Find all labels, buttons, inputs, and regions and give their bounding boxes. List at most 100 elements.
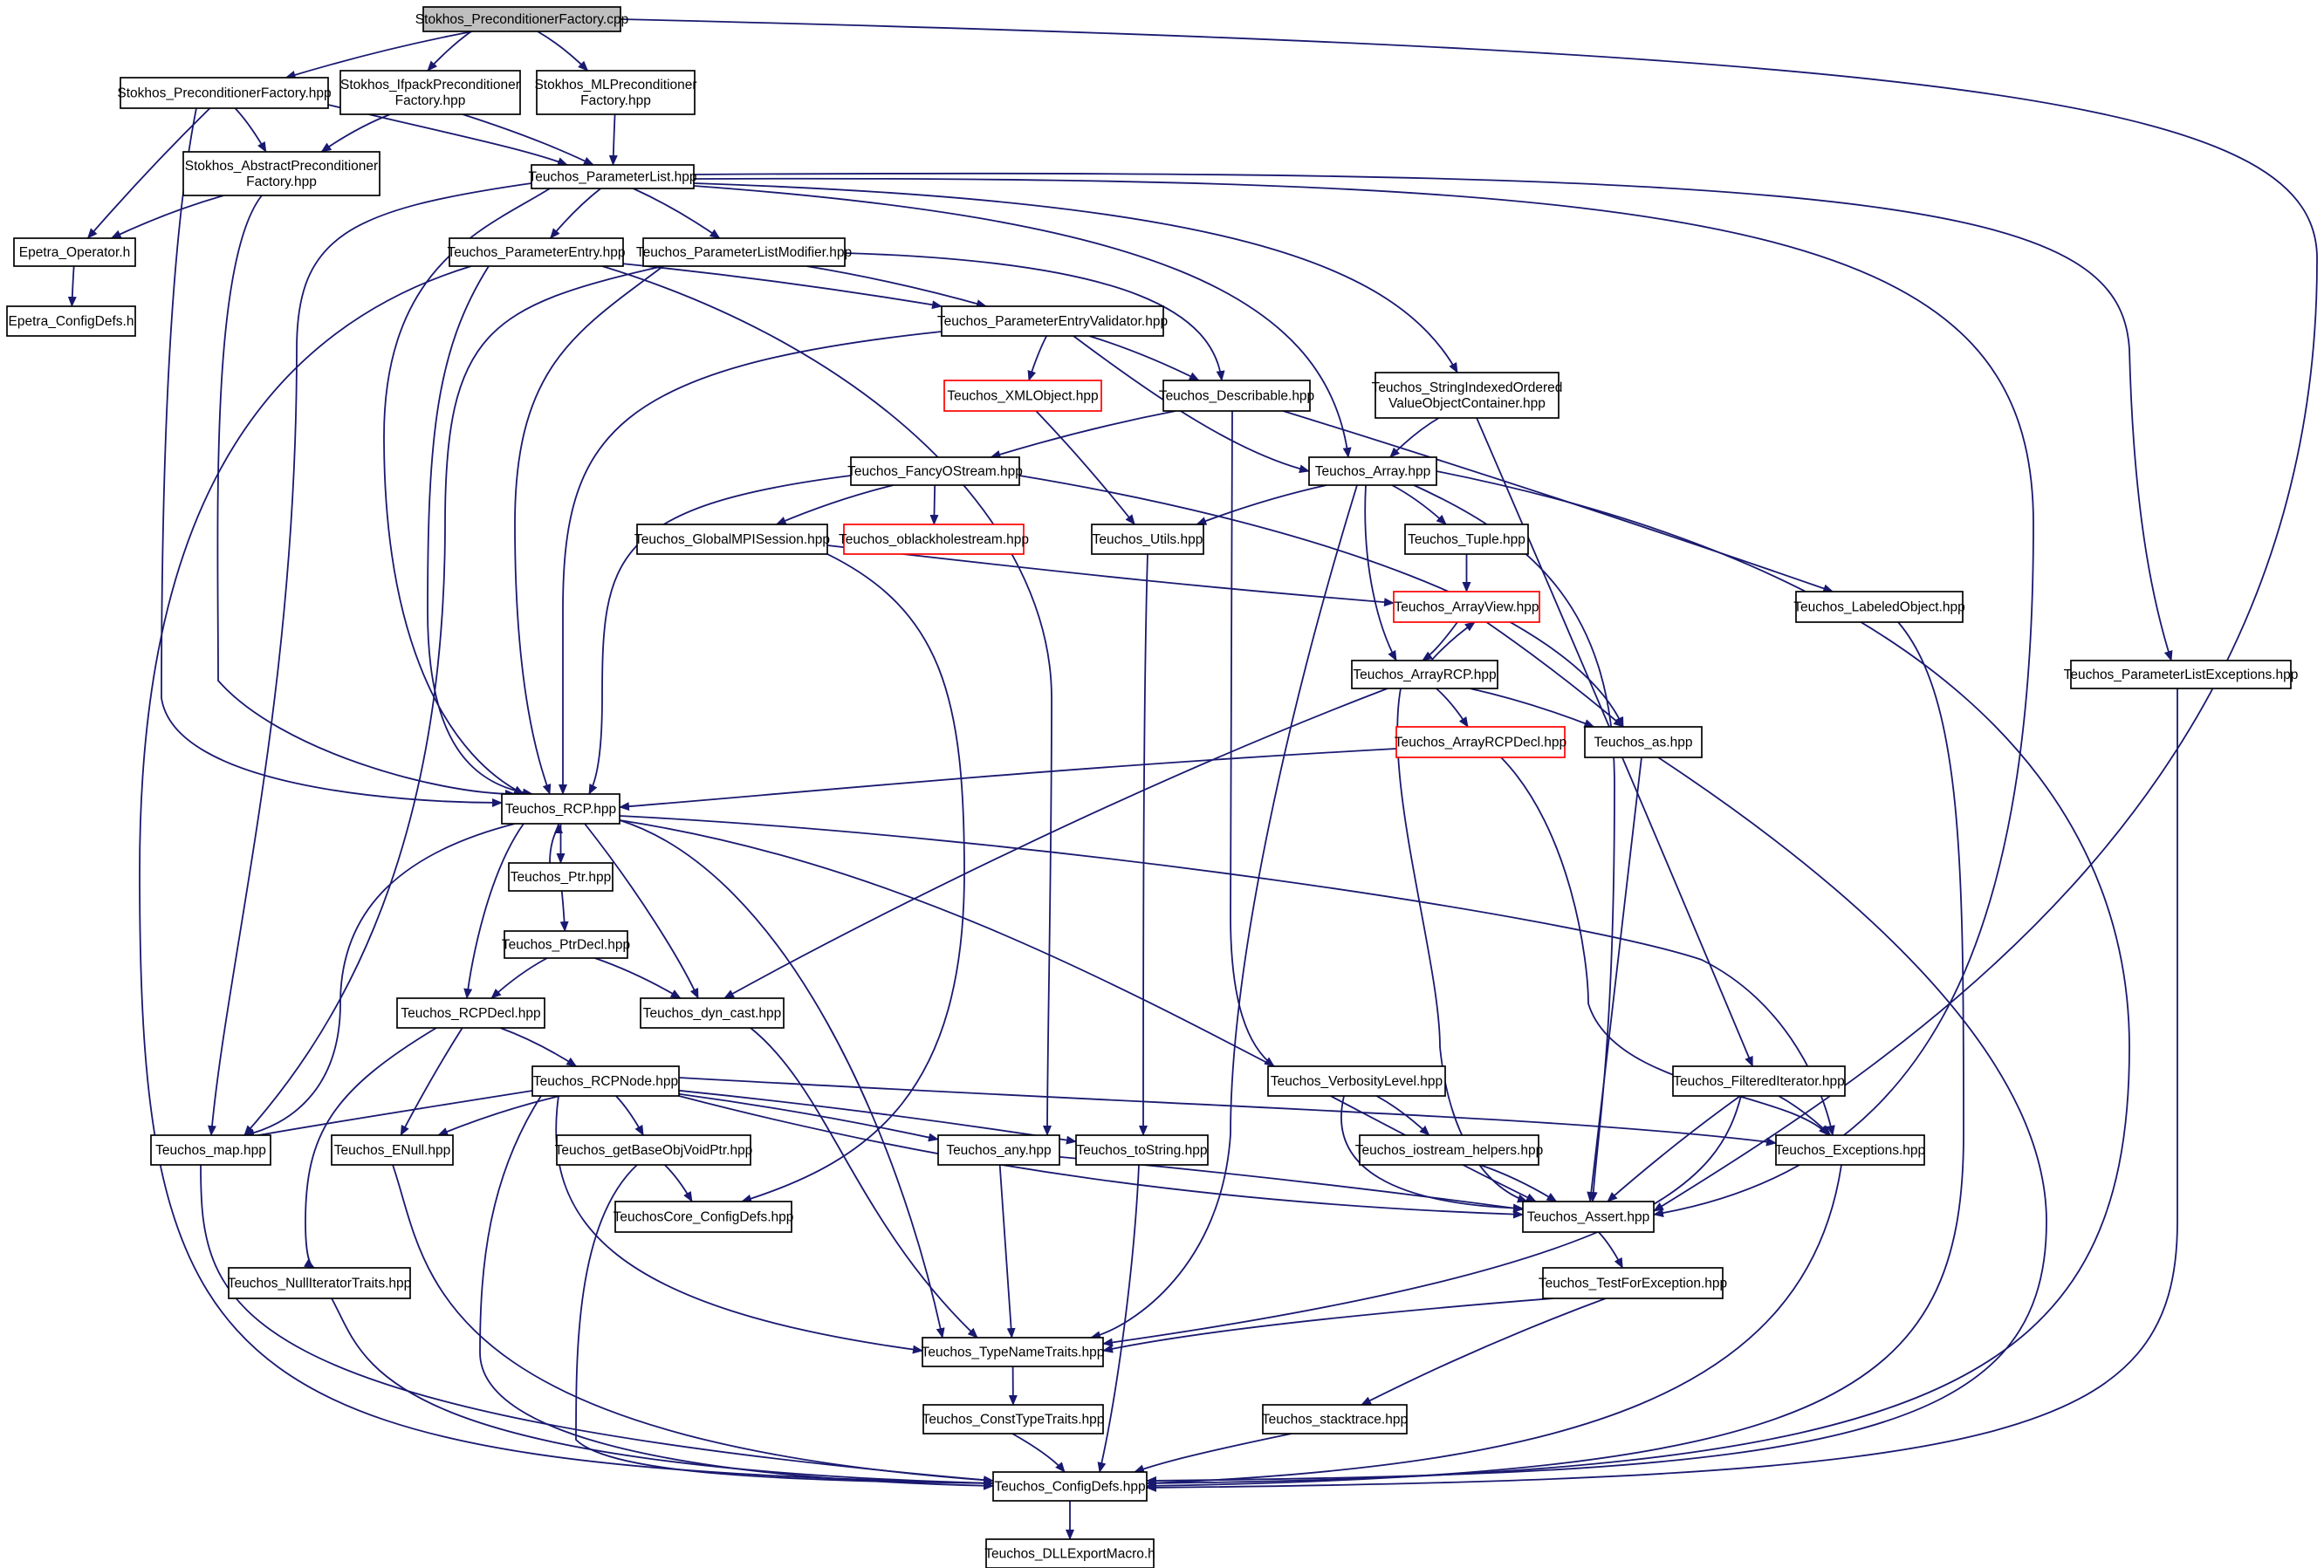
node-tdesc[interactable]: Teuchos_Describable.hpp: [1159, 380, 1314, 412]
node-tas[interactable]: Teuchos_as.hpp: [1584, 726, 1703, 758]
node-trcpn[interactable]: Teuchos_RCPNode.hpp: [531, 1065, 680, 1097]
node-tany[interactable]: Teuchos_any.hpp: [937, 1134, 1060, 1166]
node-label: Teuchos_ConstTypeTraits.hpp: [922, 1413, 1105, 1428]
node-label: Factory.hpp: [395, 93, 466, 108]
node-ttfe[interactable]: Teuchos_TestForException.hpp: [1539, 1267, 1727, 1299]
node-box: [422, 6, 621, 32]
node-spf[interactable]: Stokhos_PreconditionerFactory.hpp: [117, 77, 332, 109]
node-label: Teuchos_FancyOStream.hpp: [847, 464, 1023, 479]
edge-tplm-to-tpev: [806, 265, 987, 308]
node-tpl[interactable]: Teuchos_ParameterList.hpp: [528, 164, 697, 189]
node-eop[interactable]: Epetra_Operator.h: [13, 237, 136, 267]
node-tts[interactable]: Teuchos_toString.hpp: [1075, 1134, 1209, 1166]
node-tav[interactable]: Teuchos_ArrayView.hpp: [1393, 591, 1540, 623]
node-tctt[interactable]: Teuchos_ConstTypeTraits.hpp: [922, 1404, 1105, 1434]
node-tnit[interactable]: Teuchos_NullIteratorTraits.hpp: [228, 1267, 412, 1299]
node-tutil[interactable]: Teuchos_Utils.hpp: [1091, 524, 1204, 555]
edge-spf-to-sapf: [234, 107, 267, 153]
node-tmap[interactable]: Teuchos_map.hpp: [150, 1134, 271, 1166]
node-sapf[interactable]: Stokhos_AbstractPreconditionerFactory.hp…: [182, 151, 380, 196]
node-ecd[interactable]: Epetra_ConfigDefs.h: [6, 305, 136, 337]
node-tarcp[interactable]: Teuchos_ArrayRCP.hpp: [1351, 660, 1498, 689]
edge-tst-to-tcd: [1134, 1433, 1292, 1474]
node-tst[interactable]: Teuchos_stacktrace.hpp: [1262, 1404, 1408, 1434]
node-tgbo[interactable]: Teuchos_getBaseObjVoidPtr.hpp: [555, 1134, 753, 1166]
node-tpe[interactable]: Teuchos_ParameterEntry.hpp: [448, 237, 626, 267]
node-tdll[interactable]: Teuchos_DLLExportMacro.h: [984, 1538, 1155, 1568]
edge-tplm-to-trcp: [514, 265, 664, 795]
node-label: Teuchos_LabeledObject.hpp: [1793, 600, 1964, 615]
node-ttnt[interactable]: Teuchos_TypeNameTraits.hpp: [922, 1337, 1105, 1367]
edge-tfos-to-trcp: [588, 475, 852, 795]
edge-trcp-to-texc: [619, 815, 1835, 1136]
node-tple[interactable]: Teuchos_ParameterListExceptions.hpp: [2064, 660, 2299, 689]
edge-cpp-to-spf: [285, 31, 473, 79]
node-tlo[interactable]: Teuchos_LabeledObject.hpp: [1793, 591, 1965, 623]
node-tdyn[interactable]: Teuchos_dyn_cast.hpp: [640, 997, 785, 1029]
node-box: [6, 305, 136, 337]
edge-tfi-to-tassert: [1607, 1095, 1741, 1202]
node-texc[interactable]: Teuchos_Exceptions.hpp: [1775, 1134, 1925, 1166]
node-box: [331, 1134, 454, 1166]
node-tplm[interactable]: Teuchos_ParameterListModifier.hpp: [636, 237, 852, 267]
node-tptr[interactable]: Teuchos_Ptr.hpp: [508, 862, 614, 892]
node-tpev[interactable]: Teuchos_ParameterEntryValidator.hpp: [937, 305, 1168, 337]
edge-tarcpd-to-trcp: [619, 748, 1397, 811]
edge-tav-to-tarcp: [1422, 621, 1458, 661]
node-label: Teuchos_Exceptions.hpp: [1775, 1143, 1925, 1158]
node-tioh[interactable]: Teuchos_iostream_helpers.hpp: [1355, 1134, 1543, 1166]
node-tenull[interactable]: Teuchos_ENull.hpp: [331, 1134, 454, 1166]
node-tptrd[interactable]: Teuchos_PtrDecl.hpp: [502, 930, 630, 959]
node-label: Epetra_ConfigDefs.h: [9, 314, 134, 329]
node-ttup[interactable]: Teuchos_Tuple.hpp: [1404, 524, 1529, 555]
edge-tpl-to-tassert: [693, 177, 2034, 1218]
node-label: Teuchos_TestForException.hpp: [1539, 1277, 1727, 1291]
edge-tdyn-to-ttnt: [750, 1027, 978, 1339]
node-trcp[interactable]: Teuchos_RCP.hpp: [501, 793, 620, 825]
node-box: [937, 1134, 1060, 1166]
node-tfi[interactable]: Teuchos_FilteredIterator.hpp: [1672, 1065, 1846, 1097]
node-tcd[interactable]: Teuchos_ConfigDefs.hpp: [992, 1471, 1148, 1502]
node-tccd[interactable]: TeuchosCore_ConfigDefs.hpp: [614, 1201, 794, 1233]
node-tarcpd[interactable]: Teuchos_ArrayRCPDecl.hpp: [1395, 726, 1566, 758]
edge-trcpn-to-tcd: [479, 1095, 994, 1490]
node-box: [1393, 591, 1540, 623]
edge-ttfe-to-ttnt: [1102, 1298, 1554, 1353]
node-label: Teuchos_ParameterListExceptions.hpp: [2064, 668, 2299, 682]
node-tobh[interactable]: Teuchos_oblackholestream.hpp: [839, 524, 1029, 555]
node-trcpd[interactable]: Teuchos_RCPDecl.hpp: [396, 997, 545, 1029]
edge-tple-to-tcd: [1146, 688, 2178, 1492]
node-tgmpi[interactable]: Teuchos_GlobalMPISession.hpp: [634, 524, 830, 555]
node-label: Stokhos_AbstractPreconditioner: [185, 159, 378, 174]
edge-eop-to-ecd: [67, 265, 77, 307]
node-box: [182, 151, 380, 196]
edge-sapf-to-trcp: [216, 195, 516, 798]
node-cpp: Stokhos_PreconditionerFactory.cpp: [415, 6, 628, 32]
node-label: Teuchos_ParameterList.hpp: [528, 170, 696, 185]
node-box: [556, 1134, 751, 1166]
node-tassert[interactable]: Teuchos_Assert.hpp: [1522, 1201, 1655, 1233]
edge-tpl-to-trcp: [383, 188, 551, 795]
edge-tpev-to-tdesc: [1088, 335, 1200, 381]
node-box: [943, 380, 1102, 412]
node-tvl[interactable]: Teuchos_VerbosityLevel.hpp: [1267, 1065, 1446, 1097]
node-tsio[interactable]: Teuchos_StringIndexedOrderedValueObjectC…: [1372, 372, 1563, 419]
node-txml[interactable]: Teuchos_XMLObject.hpp: [943, 380, 1102, 412]
node-label: ValueObjectContainer.hpp: [1388, 396, 1546, 411]
edge-cpp-to-smf: [537, 31, 589, 72]
node-tarr[interactable]: Teuchos_Array.hpp: [1308, 456, 1437, 486]
edge-tpe-to-tany: [601, 265, 1052, 1136]
node-label: Teuchos_XMLObject.hpp: [947, 389, 1098, 404]
node-label: Teuchos_ENull.hpp: [334, 1143, 451, 1158]
node-label: Teuchos_Tuple.hpp: [1408, 532, 1525, 547]
node-box: [1308, 456, 1437, 486]
edge-tnit-to-tcd: [331, 1298, 994, 1488]
edge-tarr-to-ttnt: [1090, 484, 1358, 1340]
node-tfos[interactable]: Teuchos_FancyOStream.hpp: [847, 456, 1023, 486]
edge-tfos-to-tgmpi: [775, 484, 895, 525]
edge-sif-to-tpl: [462, 113, 594, 166]
edge-tgmpi-to-tccd: [741, 553, 965, 1203]
node-label: Factory.hpp: [246, 175, 317, 189]
